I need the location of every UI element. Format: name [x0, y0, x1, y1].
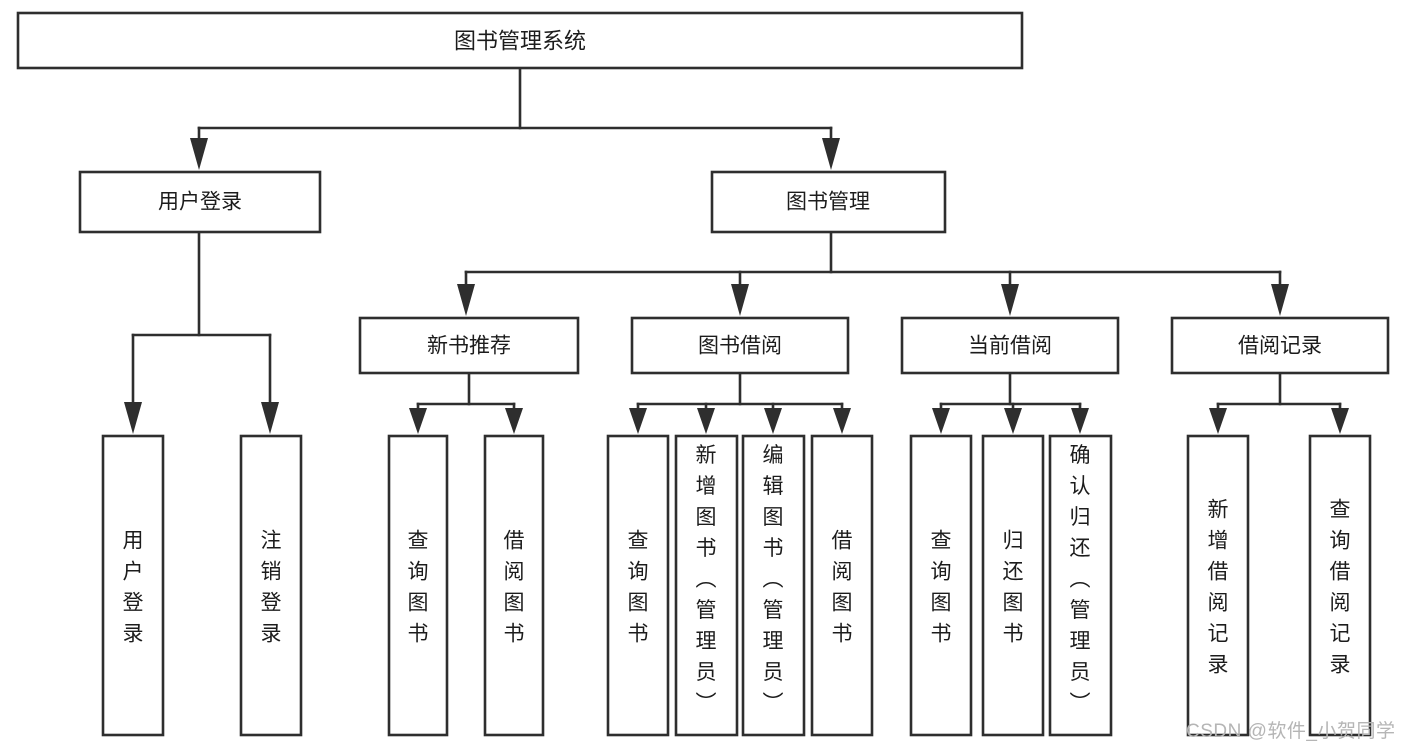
leaf-node-borrow-book-nb-label: 借阅图书: [504, 530, 525, 646]
leaf-node-query-borrow-record[interactable]: 查询借阅记录: [1308, 434, 1372, 737]
arrow-head-icon-leaf-6: [697, 408, 715, 434]
leaf-node-borrow-book-nb-box[interactable]: [483, 434, 545, 737]
node-borrow-record-label: 借阅记录: [1238, 335, 1322, 358]
arrow-head-icon-new-book: [457, 284, 475, 316]
leaf-node-query-book-nb[interactable]: 查询图书: [387, 434, 449, 737]
leaf-node-borrow-book-bb-box[interactable]: [810, 434, 874, 737]
leaf-node-logout[interactable]: 注销登录: [239, 434, 303, 737]
node-book-borrow-label: 图书借阅: [698, 335, 782, 358]
arrow-head-icon-book-mgmt: [822, 138, 840, 170]
leaf-node-confirm-return-admin-box[interactable]: [1048, 434, 1113, 737]
node-root-label: 图书管理系统: [454, 29, 586, 54]
node-root-box[interactable]: [16, 11, 1024, 70]
leaf-node-query-book-cb-box[interactable]: [909, 434, 973, 737]
leaf-node-borrow-book-bb[interactable]: 借阅图书: [810, 434, 874, 737]
leaf-node-add-book-admin[interactable]: 新增图书︵管理员︶: [674, 434, 739, 737]
leaf-node-logout-label: 注销登录: [261, 530, 282, 646]
leaf-node-confirm-return-admin[interactable]: 确认归还︵管理员︶: [1048, 434, 1113, 737]
arrow-head-icon-leaf-10: [1004, 408, 1022, 434]
arrow-head-icon-leaf-7: [764, 408, 782, 434]
node-current-borrow-label: 当前借阅: [968, 335, 1052, 358]
node-book-borrow-box[interactable]: [630, 316, 850, 375]
leaf-node-confirm-return-admin-label: 确认归还︵管理员︶: [1070, 444, 1091, 715]
leaf-node-user-login[interactable]: 用户登录: [101, 434, 165, 737]
leaf-node-add-borrow-record-label: 新增借阅记录: [1208, 499, 1229, 677]
node-borrow-record[interactable]: 借阅记录: [1170, 316, 1390, 375]
node-book-management-box[interactable]: [710, 170, 947, 234]
arrow-head-icon-leaf-8: [833, 408, 851, 434]
arrow-head-icon-user-login: [190, 138, 208, 170]
node-current-borrow-box[interactable]: [900, 316, 1120, 375]
arrow-head-icon-leaf-1: [124, 402, 142, 434]
arrow-head-icon-leaf-9: [932, 408, 950, 434]
leaf-node-return-book[interactable]: 归还图书: [981, 434, 1045, 737]
leaf-node-return-book-box[interactable]: [981, 434, 1045, 737]
leaf-node-add-book-admin-box[interactable]: [674, 434, 739, 737]
node-current-borrow[interactable]: 当前借阅: [900, 316, 1120, 375]
leaf-node-add-borrow-record[interactable]: 新增借阅记录: [1186, 434, 1250, 737]
leaf-node-query-borrow-record-box[interactable]: [1308, 434, 1372, 737]
arrow-head-icon-leaf-2: [261, 402, 279, 434]
leaf-node-edit-book-admin-box[interactable]: [741, 434, 806, 737]
leaf-node-query-book-nb-label: 查询图书: [408, 530, 429, 646]
arrow-head-icon-leaf-4: [505, 408, 523, 434]
watermark: CSDN @软件_小贺同学: [1186, 721, 1396, 742]
leaf-node-query-borrow-record-label: 查询借阅记录: [1330, 499, 1351, 677]
node-user-login[interactable]: 用户登录: [78, 170, 322, 234]
node-new-book-recommend-label: 新书推荐: [427, 335, 511, 358]
arrow-head-icon-leaf-13: [1331, 408, 1349, 434]
leaf-node-user-login-label: 用户登录: [123, 530, 144, 646]
leaf-node-borrow-book-bb-label: 借阅图书: [832, 530, 853, 646]
leaf-node-query-book-bb-label: 查询图书: [628, 530, 649, 646]
arrow-head-icon-current-borrow: [1001, 284, 1019, 316]
leaf-node-add-borrow-record-box[interactable]: [1186, 434, 1250, 737]
arrow-head-icon-borrow-record: [1271, 284, 1289, 316]
node-root-system[interactable]: 图书管理系统: [16, 11, 1024, 70]
leaf-node-add-book-admin-label: 新增图书︵管理员︶: [696, 444, 717, 715]
leaf-node-query-book-bb[interactable]: 查询图书: [606, 434, 670, 737]
leaf-node-return-book-label: 归还图书: [1003, 530, 1024, 646]
node-book-management[interactable]: 图书管理: [710, 170, 947, 234]
connectors-layer: [124, 66, 1349, 434]
node-user-login-box[interactable]: [78, 170, 322, 234]
arrow-head-icon-leaf-3: [409, 408, 427, 434]
node-book-management-label: 图书管理: [786, 191, 870, 214]
leaf-node-edit-book-admin-label: 编辑图书︵管理员︶: [763, 444, 784, 715]
leaf-node-query-book-cb[interactable]: 查询图书: [909, 434, 973, 737]
arrow-head-icon-leaf-5: [629, 408, 647, 434]
arrow-head-icon-leaf-12: [1209, 408, 1227, 434]
leaf-node-query-book-cb-label: 查询图书: [931, 530, 952, 646]
leaf-node-logout-box[interactable]: [239, 434, 303, 737]
node-new-book-recommend[interactable]: 新书推荐: [358, 316, 580, 375]
leaf-node-query-book-nb-box[interactable]: [387, 434, 449, 737]
arrow-head-icon-book-borrow: [731, 284, 749, 316]
leaf-node-query-book-bb-box[interactable]: [606, 434, 670, 737]
node-new-book-recommend-box[interactable]: [358, 316, 580, 375]
node-borrow-record-box[interactable]: [1170, 316, 1390, 375]
leaf-node-borrow-book-nb[interactable]: 借阅图书: [483, 434, 545, 737]
leaf-node-user-login-box[interactable]: [101, 434, 165, 737]
node-user-login-label: 用户登录: [158, 191, 242, 214]
arrow-head-icon-leaf-11: [1071, 408, 1089, 434]
leaf-node-edit-book-admin[interactable]: 编辑图书︵管理员︶: [741, 434, 806, 737]
node-book-borrow[interactable]: 图书借阅: [630, 316, 850, 375]
